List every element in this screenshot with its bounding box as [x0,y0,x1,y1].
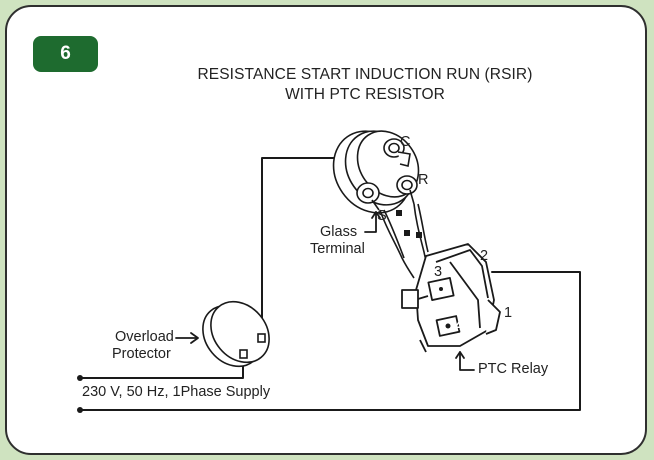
figure-number-badge: 6 [33,36,98,72]
overload-protector [202,300,270,368]
relay-pin-4-label: 4 [455,318,464,334]
pin-c [383,138,411,167]
relay-pin-3-label: 3 [434,264,443,280]
diagram-card [5,5,647,455]
pin-c-label: C [400,134,411,150]
diagram-title-line2: WITH PTC RESISTOR [285,86,445,103]
relay-contacts [439,287,451,329]
pin-s [356,182,380,211]
ptc-relay-label: PTC Relay [478,361,549,377]
pin-s-label: S [377,208,387,224]
pin-r-label: R [418,172,429,188]
glass-arrow-head [371,211,381,219]
ptc-arrow-head [455,351,465,359]
relay-pin-1-label: 1 [504,305,513,321]
ptc-relay [401,243,501,353]
overload-label: Overload [115,329,174,345]
glass-label: Glass [320,224,358,240]
relay-pin-2-label: 2 [480,248,489,264]
overload-arrow-head [190,332,199,344]
wire-supply-bottom [79,271,581,411]
diagram-title-line1: RESISTANCE START INDUCTION RUN (RSIR) [197,66,533,83]
glass-terminal [332,130,420,214]
supply-label: 230 V, 50 Hz, 1Phase Supply [82,384,271,400]
pin-r [396,175,418,205]
protector-label: Protector [112,346,171,362]
glass-arrow-line [364,211,377,233]
lead-clips [396,210,422,238]
terminal-label: Terminal [310,241,365,257]
supply-terminal-bottom [77,407,83,413]
supply-terminal-top [77,375,83,381]
ptc-arrow-line [459,351,475,371]
